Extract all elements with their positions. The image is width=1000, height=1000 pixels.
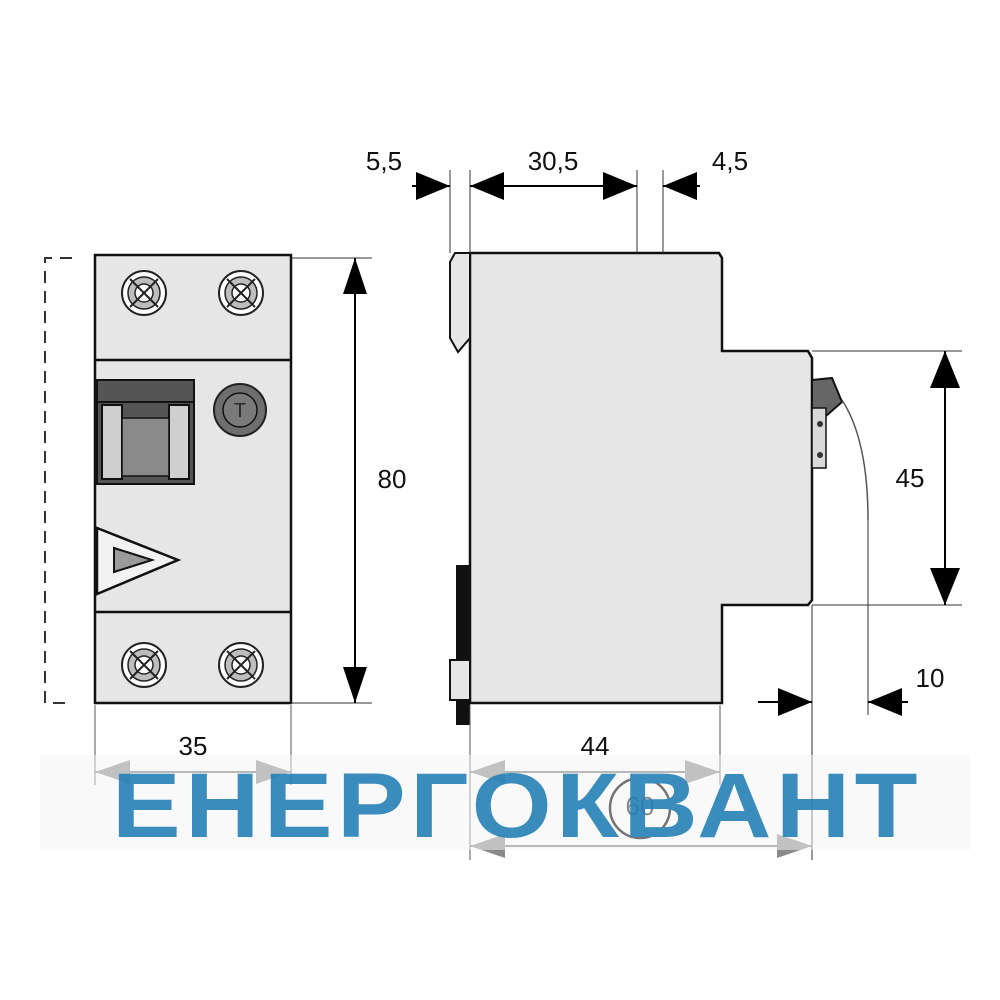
- dim-label-5-5: 5,5: [366, 146, 402, 176]
- test-button-label: T: [234, 400, 246, 422]
- watermark-text: ЕНЕРГОКВАНТ: [112, 755, 922, 857]
- side-body: [468, 251, 814, 705]
- screw-icon: [121, 270, 167, 316]
- dim-label-4-5: 4,5: [712, 146, 748, 176]
- screw-icon: [121, 642, 167, 688]
- dimension-side-top-left: 5,5: [366, 146, 450, 200]
- side-view: 5,5 30,5 4,5 45: [366, 146, 962, 860]
- dimension-side-knob: 10: [758, 520, 944, 860]
- dimension-side-step: 45: [812, 350, 962, 606]
- front-view: T 80 35: [44, 253, 407, 785]
- test-button-icon: T: [213, 383, 267, 437]
- dim-label-30-5: 30,5: [528, 146, 579, 176]
- dimension-front-height: 80: [291, 257, 407, 704]
- dim-label-45: 45: [896, 463, 925, 493]
- side-top-clip: [449, 252, 471, 354]
- switch-lever-icon: [96, 379, 195, 485]
- screw-icon: [218, 270, 264, 316]
- dim-label-80: 80: [378, 464, 407, 494]
- watermark-logo: ЕНЕРГОКВАНТ: [40, 755, 970, 857]
- dimension-side-top-mid: 30,5: [470, 146, 637, 200]
- dimension-side-top-right: 4,5: [663, 146, 748, 200]
- test-knob-icon: [811, 376, 869, 521]
- din-rail-latch-icon: [449, 565, 471, 725]
- front-dashed-outline: [44, 257, 72, 704]
- dim-label-10: 10: [916, 663, 945, 693]
- indicator-triangle-icon: [95, 526, 182, 596]
- screw-icon: [218, 642, 264, 688]
